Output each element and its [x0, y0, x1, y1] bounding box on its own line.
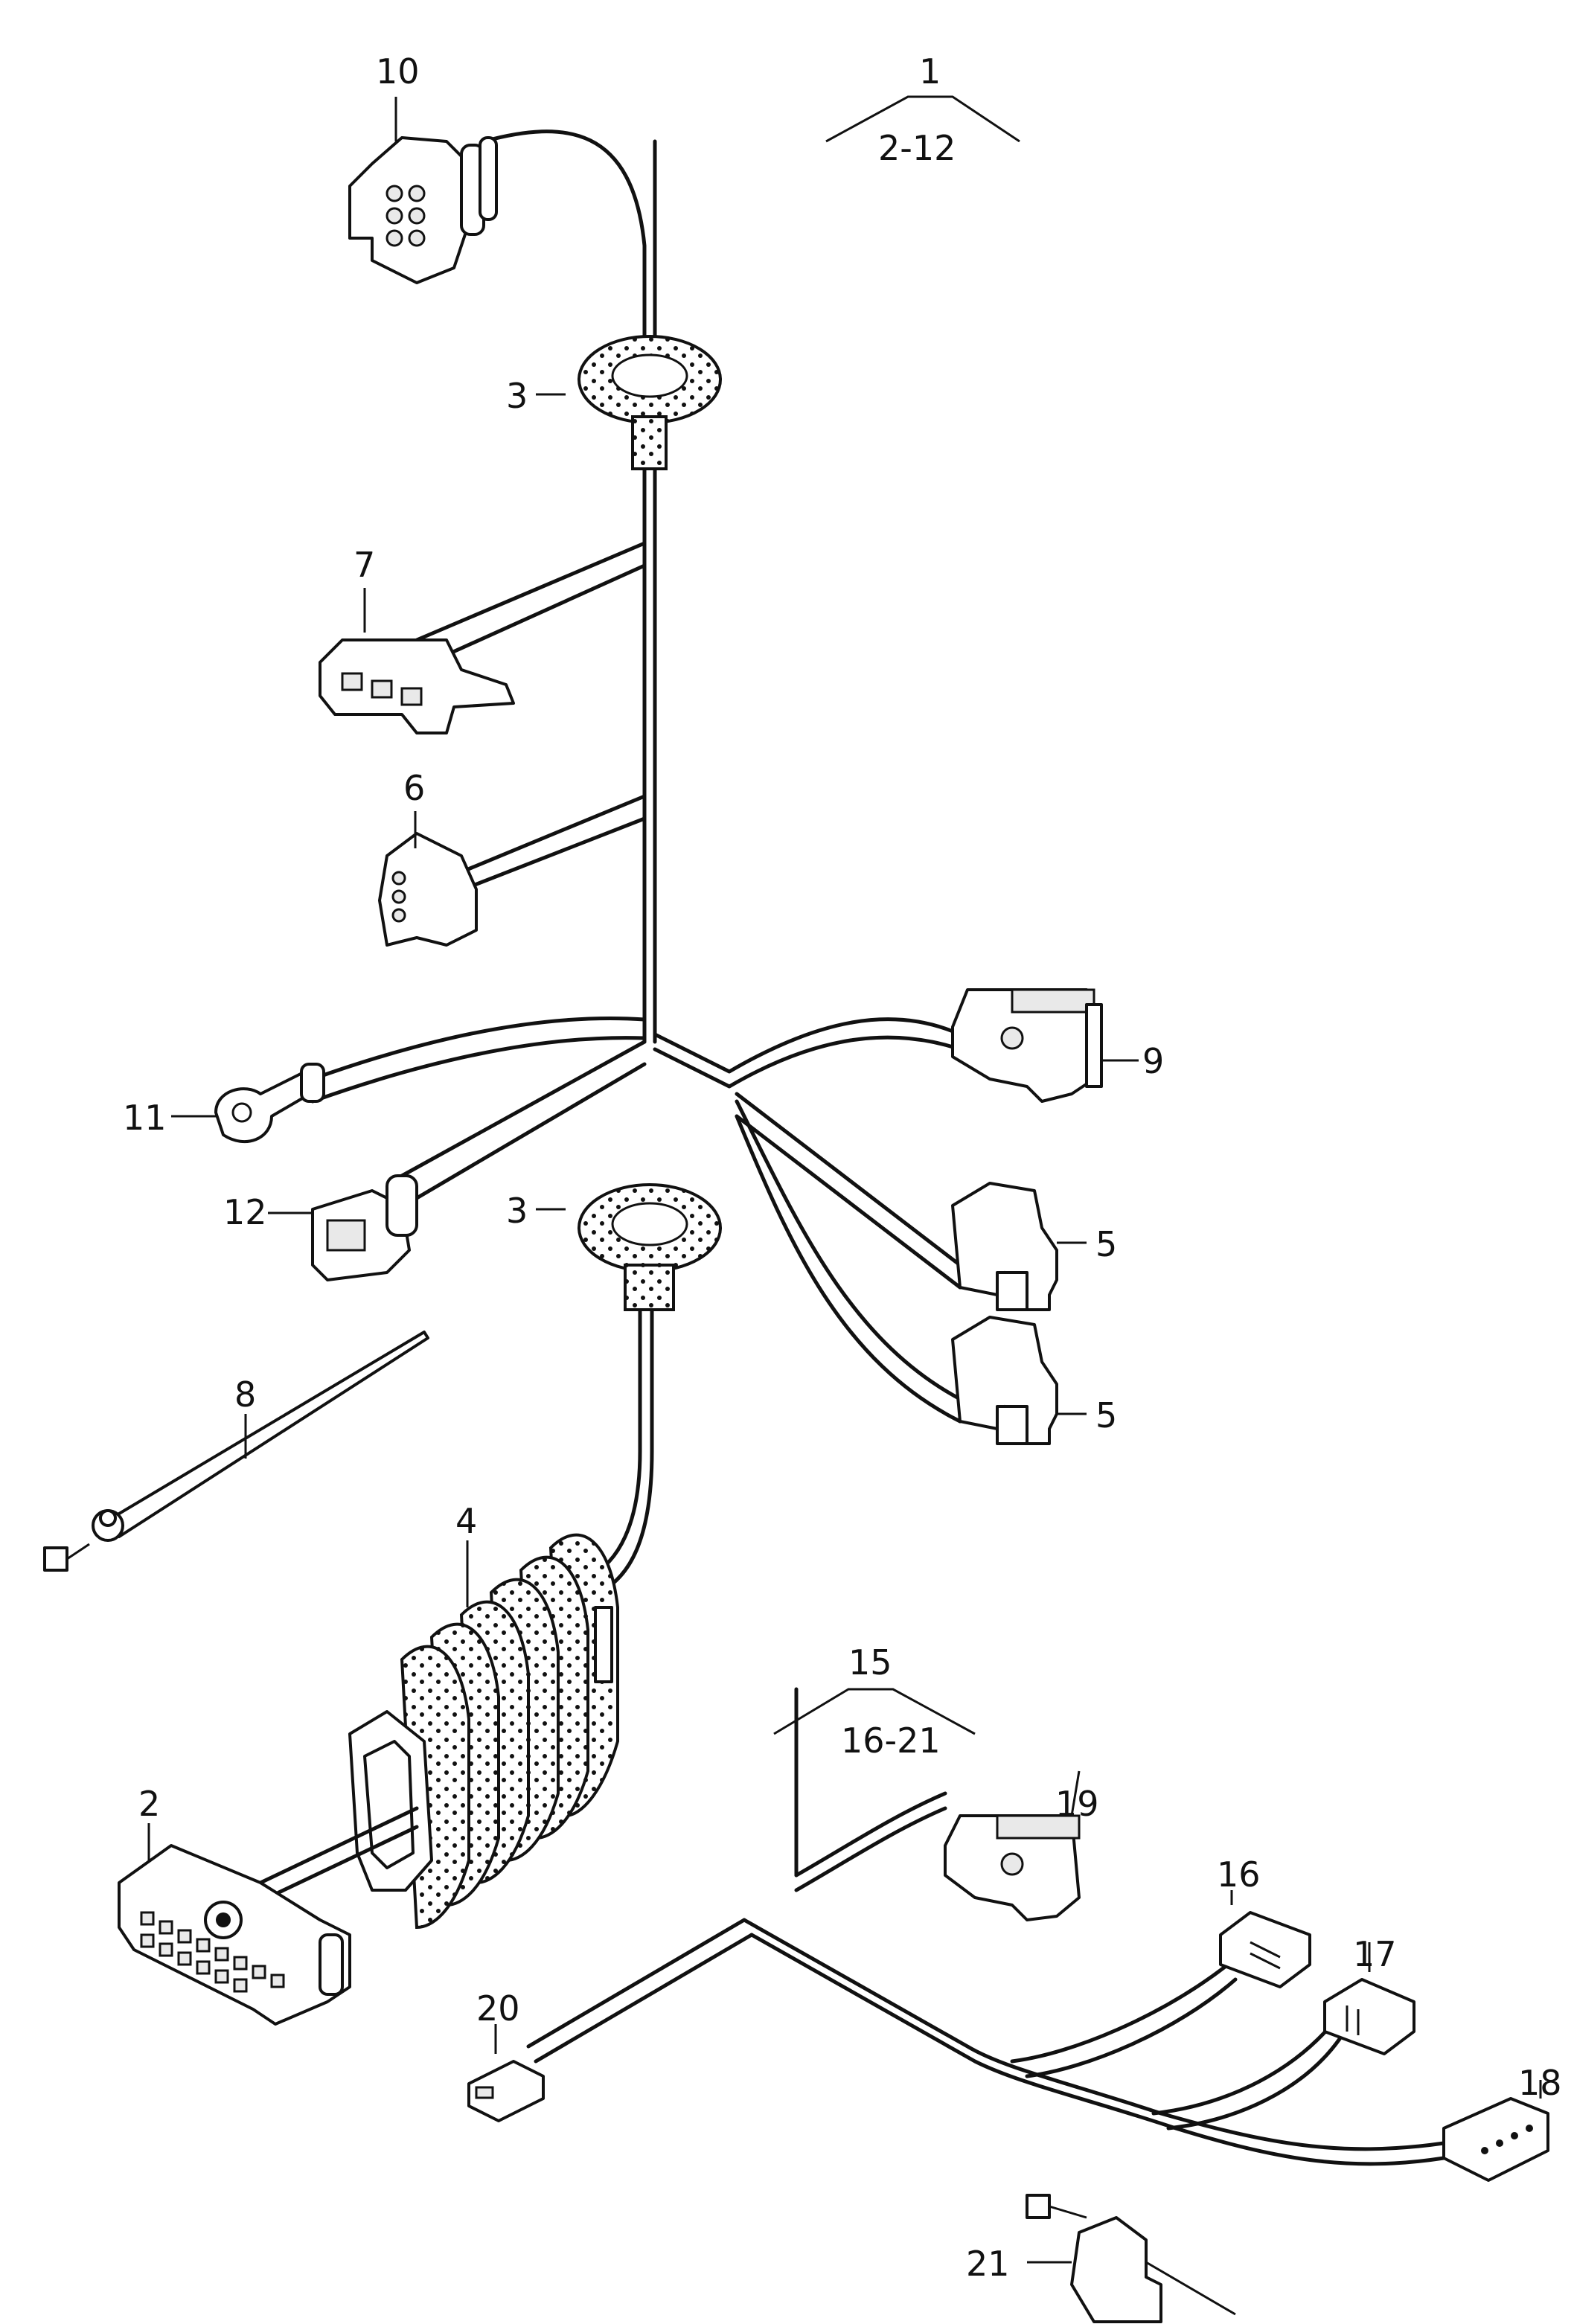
- connector-9: [951, 988, 1103, 1103]
- ring-terminal-11: [214, 1063, 325, 1143]
- callout-1-range: 2-12: [878, 128, 956, 168]
- connector-5-lower: [951, 1316, 1058, 1445]
- connector-20: [467, 2060, 545, 2122]
- connector-10: [348, 136, 498, 284]
- callout-1: 1: [919, 51, 941, 92]
- clip-21: [1026, 2194, 1236, 2323]
- main-harness-upper: [310, 129, 962, 1595]
- grommet-3-upper: [578, 335, 722, 470]
- connector-5-upper: [951, 1182, 1058, 1311]
- callout-3-upper: 3: [506, 376, 528, 416]
- callout-4: 4: [455, 1501, 477, 1541]
- connector-19: [944, 1814, 1081, 1921]
- callout-5-lower: 5: [1095, 1395, 1117, 1435]
- connector-17: [1323, 1978, 1415, 2055]
- callout-15: 15: [848, 1642, 892, 1683]
- callout-5-upper: 5: [1095, 1224, 1117, 1264]
- callout-8: 8: [234, 1374, 256, 1415]
- callout-16: 16: [1217, 1854, 1261, 1895]
- callout-6: 6: [403, 768, 425, 808]
- harness-2-lead: [258, 1806, 419, 1885]
- grommet-4-bellows: [348, 1533, 619, 1930]
- callout-20: 20: [476, 1988, 520, 2029]
- callout-15-range: 16-21: [841, 1720, 941, 1761]
- harness-15: [526, 1687, 1446, 2166]
- callout-21: 21: [966, 2244, 1010, 2284]
- callout-18: 18: [1518, 2063, 1562, 2103]
- callout-3-lower: 3: [506, 1191, 528, 1231]
- cable-tie-8: [43, 1331, 429, 1572]
- connector-2: [118, 1844, 351, 2026]
- connector-12: [311, 1174, 418, 1281]
- grommet-3-lower: [578, 1183, 722, 1311]
- connector-16: [1219, 1911, 1311, 1988]
- callout-11: 11: [123, 1098, 167, 1138]
- callout-10: 10: [376, 51, 420, 92]
- callout-7: 7: [353, 545, 375, 585]
- connector-18: [1442, 2097, 1549, 2182]
- connector-6: [378, 832, 478, 947]
- callout-9: 9: [1142, 1041, 1164, 1081]
- callout-17: 17: [1353, 1934, 1397, 1974]
- callout-2: 2: [138, 1784, 160, 1824]
- harness-2-lead-b: [266, 1825, 419, 1900]
- connector-7: [319, 638, 515, 734]
- leader-lines: [147, 95, 1542, 2264]
- callout-12: 12: [223, 1192, 267, 1232]
- callout-19: 19: [1055, 1784, 1099, 1824]
